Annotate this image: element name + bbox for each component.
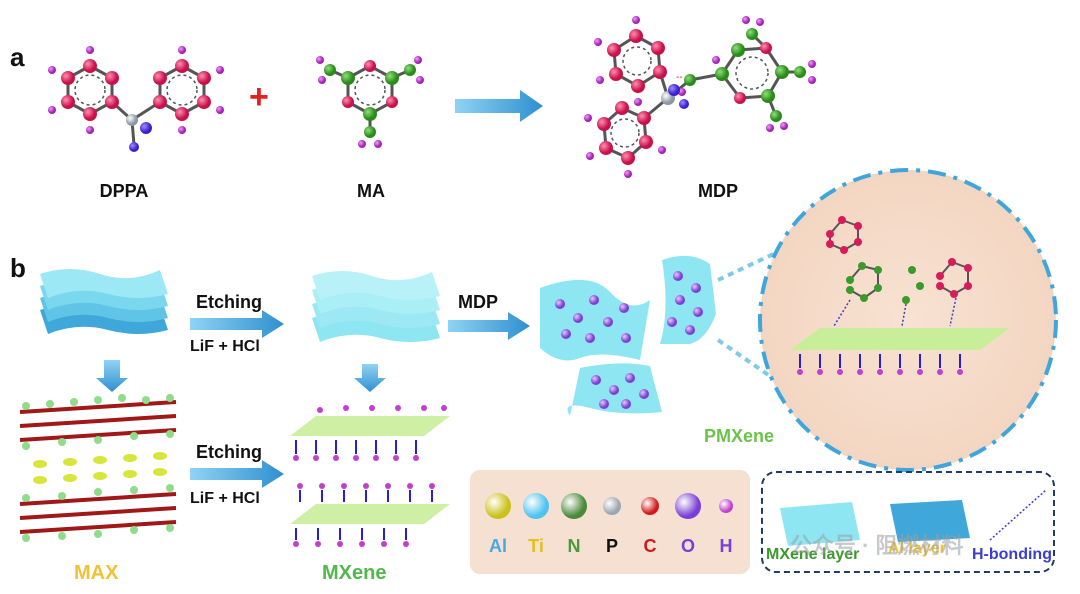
h-bonding-label: H-bonding bbox=[972, 546, 1052, 563]
zoom-lines bbox=[716, 248, 792, 392]
mxene-layer-label: MXene layer bbox=[766, 546, 860, 563]
layer-legend-icons bbox=[780, 489, 1047, 546]
al-layer-label: Al layer bbox=[888, 540, 946, 557]
plus-sign: + bbox=[249, 78, 269, 116]
pmxene-flakes bbox=[540, 255, 716, 416]
atom-legend-ball-p bbox=[603, 497, 621, 515]
dppa-label: DPPA bbox=[99, 181, 149, 201]
atom-legend: Al Ti N P C O H bbox=[478, 486, 744, 578]
etching-label-bottom: Etching bbox=[196, 442, 262, 462]
atom-legend-ball-o bbox=[675, 493, 701, 519]
atom-legend-label-h: H bbox=[719, 536, 733, 556]
reaction-arrow bbox=[455, 90, 543, 122]
svg-text:--: -- bbox=[676, 72, 683, 83]
panel-b-letter: b bbox=[10, 253, 26, 283]
process-scheme bbox=[16, 168, 1058, 574]
pmxene-label: PMXene bbox=[704, 426, 775, 446]
ma-molecule bbox=[316, 56, 424, 148]
max-crystal bbox=[16, 394, 180, 544]
atom-legend-label-c: C bbox=[643, 536, 657, 556]
atom-legend-label-n: N bbox=[567, 536, 581, 556]
watermark: 公众号 · 阻燃材料 bbox=[790, 533, 964, 558]
zoom-circle bbox=[758, 168, 1058, 472]
atom-legend-label-p: P bbox=[605, 536, 618, 556]
etching-arrow-top bbox=[190, 310, 284, 338]
mxene-down-arrow bbox=[354, 364, 386, 392]
atom-legend-ball-n bbox=[561, 493, 587, 519]
max-stack bbox=[40, 269, 168, 334]
atom-legend-ball-ti bbox=[523, 493, 549, 519]
atom-legend-ball-al bbox=[485, 493, 511, 519]
reaction-scheme: -- bbox=[48, 16, 816, 178]
max-down-arrow bbox=[96, 360, 128, 392]
mdp-molecule: -- bbox=[584, 16, 816, 178]
etching-label-top: Etching bbox=[196, 292, 262, 312]
mdp-label: MDP bbox=[698, 181, 738, 201]
ma-label: MA bbox=[357, 181, 385, 201]
atom-legend-ball-c bbox=[641, 497, 659, 515]
reagent-label-top: LiF + HCl bbox=[190, 338, 260, 355]
atom-legend-ball-h bbox=[719, 499, 733, 513]
atom-legend-label-o: O bbox=[680, 536, 695, 556]
dppa-molecule bbox=[48, 46, 224, 152]
max-label: MAX bbox=[74, 562, 119, 584]
mxene-stack bbox=[312, 271, 440, 342]
atom-legend-label-ti: Ti bbox=[528, 536, 544, 556]
panel-a-letter: a bbox=[10, 42, 25, 72]
mxene-crystal bbox=[290, 405, 450, 547]
layer-legend-box bbox=[761, 471, 1055, 573]
atom-legend-label-al: Al bbox=[489, 536, 507, 556]
mdp-step-label: MDP bbox=[458, 292, 498, 312]
mxene-label: MXene bbox=[322, 562, 387, 584]
etching-arrow-bottom bbox=[190, 460, 284, 488]
reagent-label-bottom: LiF + HCl bbox=[190, 490, 260, 507]
mdp-arrow bbox=[448, 312, 530, 340]
